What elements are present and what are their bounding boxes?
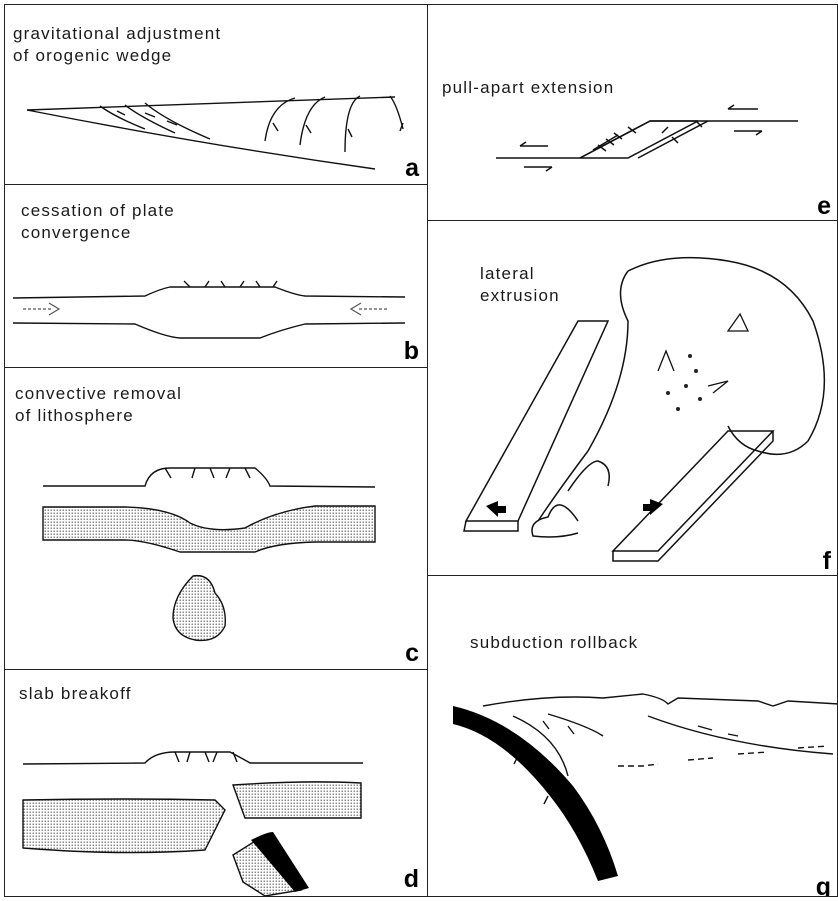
panel-d-slab-breakoff: slab breakoff d: [4, 669, 428, 897]
panel-a-gravitational-adjustment: gravitational adjustment of orogenic wed…: [4, 4, 428, 186]
panel-g-letter: g: [816, 875, 831, 897]
pull-apart-diagram: [428, 5, 838, 222]
subduction-rollback-diagram: [428, 576, 838, 897]
panel-f-letter: f: [823, 549, 831, 574]
panel-c-convective-removal: convective removal of lithosphere c: [4, 367, 428, 671]
panel-e-letter: e: [817, 194, 831, 219]
slab-breakoff-diagram: [5, 670, 428, 897]
panel-e-pull-apart-extension: pull-apart extension e: [427, 4, 838, 222]
plate-convergence-diagram: [5, 185, 428, 369]
panel-a-letter: a: [405, 156, 419, 181]
panel-b-cessation-convergence: cessation of plate convergence b: [4, 184, 428, 369]
panel-g-subduction-rollback: subduction rollback g: [427, 575, 838, 897]
lithosphere-removal-diagram: [5, 368, 428, 671]
panel-b-letter: b: [404, 339, 419, 364]
panel-f-lateral-extrusion: lateral extrusion f: [427, 220, 838, 577]
lateral-extrusion-diagram: [428, 221, 838, 577]
panel-c-letter: c: [405, 641, 419, 666]
orogenic-wedge-diagram: [5, 5, 428, 186]
panel-d-letter: d: [404, 867, 419, 892]
